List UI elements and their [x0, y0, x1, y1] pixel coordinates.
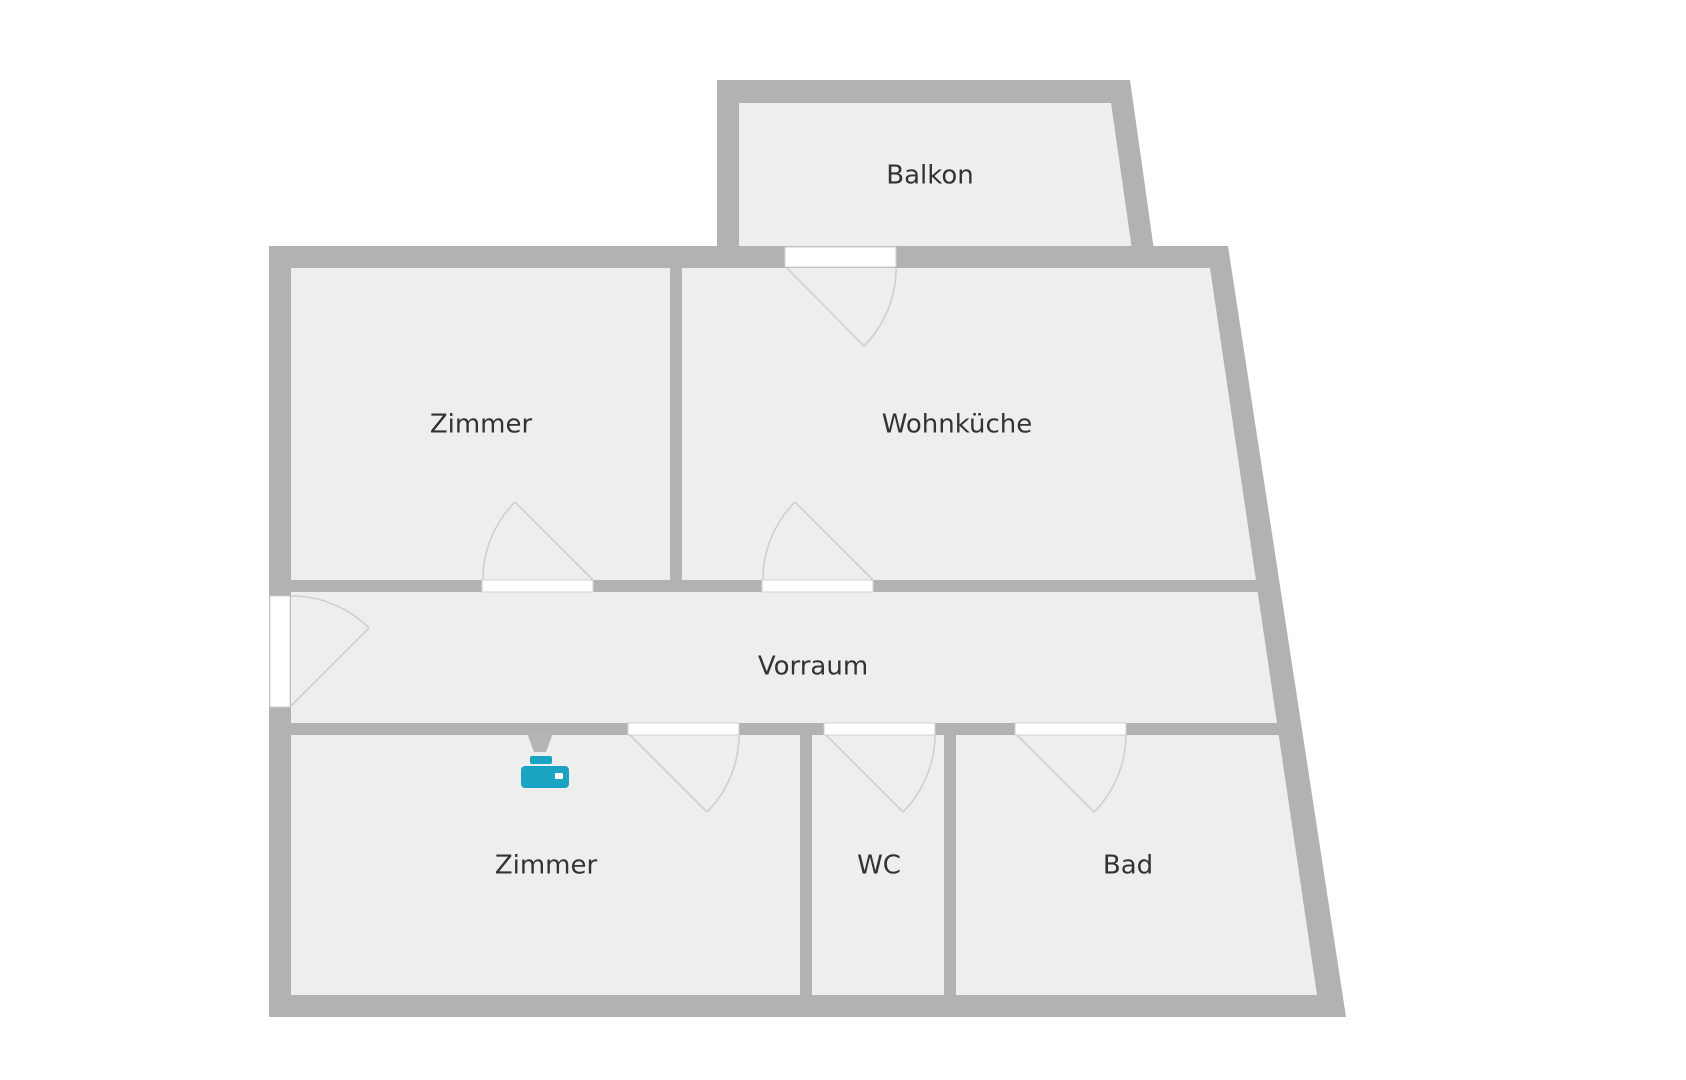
room-label-zimmer-top: Zimmer — [430, 410, 533, 440]
door-balkon[interactable] — [784, 246, 897, 347]
room-label-bad: Bad — [1103, 851, 1153, 881]
door-wohnkueche[interactable] — [761, 501, 874, 593]
door-bad[interactable] — [1014, 722, 1127, 813]
projector-icon — [521, 733, 569, 788]
balkon-floor — [739, 103, 1132, 250]
door-entrance[interactable] — [269, 595, 370, 708]
room-label-wc: WC — [857, 851, 901, 881]
room-label-vorraum: Vorraum — [758, 652, 868, 682]
wall-wc-bad — [944, 735, 956, 995]
wall-zimmer-wc — [800, 735, 812, 995]
inner-floor — [291, 268, 1317, 995]
room-label-zimmer-bottom: Zimmer — [495, 851, 598, 881]
door-zimmer-top[interactable] — [481, 501, 594, 593]
room-label-wohnkueche: Wohnküche — [882, 410, 1033, 440]
door-zimmer-bottom[interactable] — [627, 722, 740, 813]
wall-bottom-corridor — [291, 723, 1282, 735]
wall-zimmer-wohnkueche — [670, 268, 682, 584]
room-label-balkon: Balkon — [886, 161, 974, 191]
door-wc[interactable] — [823, 722, 936, 813]
